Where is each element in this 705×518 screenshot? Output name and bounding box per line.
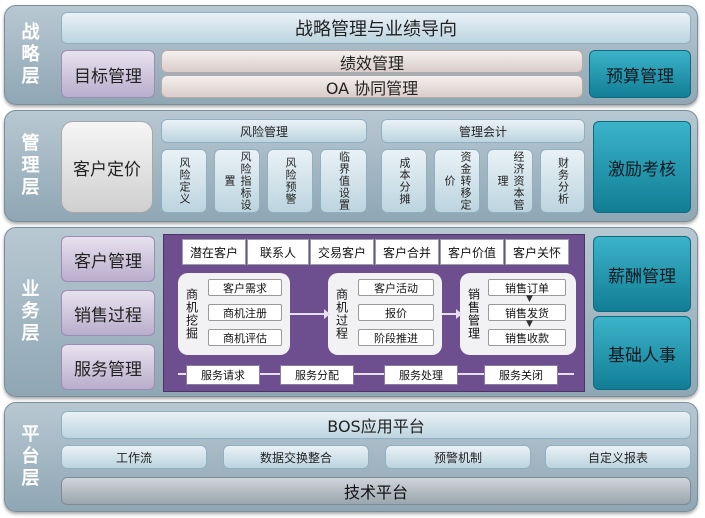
strategy-banner[interactable]: 战略管理与业绩导向	[61, 12, 691, 44]
strategy-layer: 战略层 战略管理与业绩导向 目标管理 绩效管理 OA 协同管理 预算管理	[4, 5, 698, 105]
management-accounting-header[interactable]: 管理会计	[381, 119, 585, 143]
acct-item-3[interactable]: 财务分析	[540, 149, 585, 213]
risk-item-0[interactable]: 风险定义	[161, 149, 207, 213]
risk-management-header[interactable]: 风险管理	[161, 119, 367, 143]
platform-item-workflow[interactable]: 工作流	[61, 445, 207, 469]
tab-potential-customer[interactable]: 潜在客户	[182, 239, 246, 265]
salary-management-box[interactable]: 薪酬管理	[593, 236, 691, 312]
service-close-button[interactable]: 服务关闭	[484, 365, 558, 385]
tab-transaction-customer[interactable]: 交易客户	[310, 239, 374, 265]
sales-receipt-chip[interactable]: 销售收款	[488, 329, 566, 346]
sales-delivery-chip[interactable]: 销售发货	[488, 304, 566, 321]
strategy-layer-label: 战略层	[18, 22, 40, 88]
incentive-assessment-box[interactable]: 激励考核	[593, 121, 691, 213]
service-process-button[interactable]: 服务处理	[384, 365, 458, 385]
basic-hr-box[interactable]: 基础人事	[593, 316, 691, 390]
platform-layer: 平台层 BOS应用平台 工作流 数据交换整合 预警机制 自定义报表 技术平台	[4, 402, 698, 512]
opportunity-register-chip[interactable]: 商机注册	[208, 304, 282, 321]
sales-management-group: 销售管理 销售订单 销售发货 销售收款 ▼ ▼	[460, 273, 576, 355]
opportunity-process-label: 商机过程	[334, 288, 349, 340]
customer-management-box[interactable]: 客户管理	[61, 236, 155, 282]
sales-order-chip[interactable]: 销售订单	[488, 279, 566, 296]
acct-item-0[interactable]: 成本分摊	[381, 149, 427, 213]
opportunity-mining-group: 商机挖掘 客户需求 商机注册 商机评估	[178, 273, 290, 355]
customer-demand-chip[interactable]: 客户需求	[208, 279, 282, 296]
opportunity-evaluate-chip[interactable]: 商机评估	[208, 329, 282, 346]
service-request-button[interactable]: 服务请求	[186, 365, 260, 385]
customer-activity-chip[interactable]: 客户活动	[358, 279, 434, 296]
platform-item-data-exchange[interactable]: 数据交换整合	[223, 445, 369, 469]
tab-customer-care[interactable]: 客户关怀	[505, 239, 569, 265]
opportunity-process-group: 商机过程 客户活动 报价 阶段推进	[328, 273, 442, 355]
down-arrow-icon: ▼	[526, 319, 533, 329]
goal-management-box[interactable]: 目标管理	[61, 50, 155, 98]
opportunity-mining-label: 商机挖掘	[184, 288, 199, 340]
oa-collaboration-box[interactable]: OA 协同管理	[161, 75, 583, 98]
customer-pricing-box[interactable]: 客户定价	[61, 121, 153, 213]
management-layer: 管理层 客户定价 风险管理 风险定义 风险指标设置 风险预警 临界值设置 管理会…	[4, 110, 698, 222]
service-assign-button[interactable]: 服务分配	[280, 365, 354, 385]
bos-platform-bar[interactable]: BOS应用平台	[61, 411, 691, 439]
down-arrow-icon: ▼	[526, 294, 533, 304]
business-layer-label: 业务层	[18, 279, 40, 345]
stage-advance-chip[interactable]: 阶段推进	[358, 329, 434, 346]
tab-customer-value[interactable]: 客户价值	[440, 239, 504, 265]
service-management-box[interactable]: 服务管理	[61, 344, 155, 390]
acct-item-2[interactable]: 经济资本管理	[487, 149, 533, 213]
platform-item-custom-report[interactable]: 自定义报表	[545, 445, 691, 469]
acct-item-1[interactable]: 资金转移定价	[434, 149, 480, 213]
tech-platform-bar[interactable]: 技术平台	[61, 477, 691, 505]
risk-item-2[interactable]: 风险预警	[267, 149, 313, 213]
tab-contact[interactable]: 联系人	[247, 239, 309, 265]
budget-management-box[interactable]: 预算管理	[589, 50, 691, 98]
platform-layer-label: 平台层	[18, 424, 40, 490]
performance-management-box[interactable]: 绩效管理	[161, 50, 583, 73]
risk-item-1[interactable]: 风险指标设置	[214, 149, 260, 213]
sales-process-box[interactable]: 销售过程	[61, 290, 155, 336]
business-layer: 业务层 客户管理 销售过程 服务管理 潜在客户 联系人 交易客户 客户合并 客户…	[4, 227, 698, 397]
platform-item-alert[interactable]: 预警机制	[385, 445, 531, 469]
management-layer-label: 管理层	[18, 133, 40, 199]
quotation-chip[interactable]: 报价	[358, 304, 434, 321]
business-process-panel: 潜在客户 联系人 交易客户 客户合并 客户价值 客户关怀 商机挖掘 客户需求 商…	[163, 234, 585, 392]
risk-item-3[interactable]: 临界值设置	[320, 149, 367, 213]
tab-customer-merge[interactable]: 客户合并	[375, 239, 439, 265]
sales-management-label: 销售管理	[466, 288, 481, 340]
